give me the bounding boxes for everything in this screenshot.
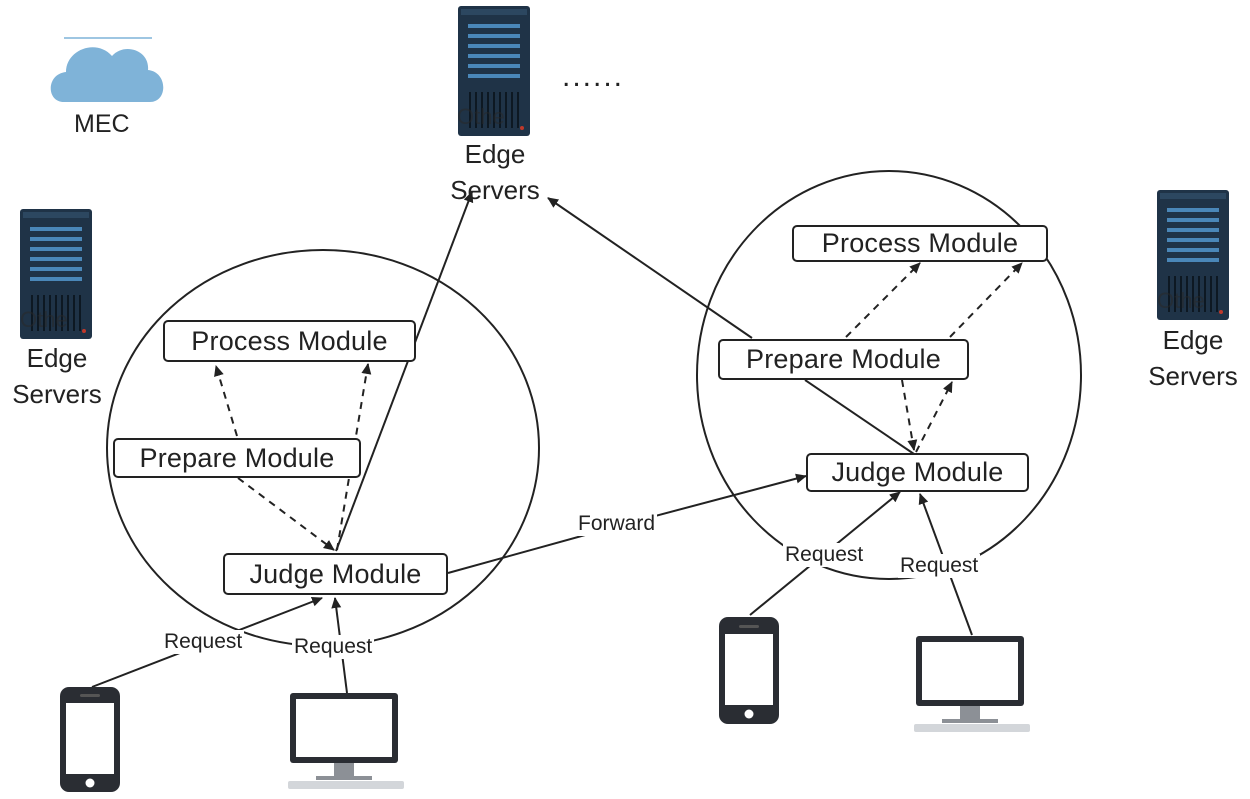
cloud-icon: [50, 37, 164, 102]
forward-label: Forward: [576, 512, 658, 536]
right-prepare-to-process-arrow-1: [845, 262, 921, 338]
top-edge-servers-line2: Servers: [450, 175, 540, 205]
right-edge-servers-line2: Servers: [1148, 361, 1238, 391]
more-servers-ellipsis: ......: [562, 60, 625, 93]
left-judge-module: Judge Module: [223, 553, 448, 595]
left-servers-ghost-text: Othe: [20, 307, 68, 332]
left-judge-to-top-servers-arrow: [335, 191, 474, 552]
mec-label: MEC: [74, 110, 130, 138]
right-prepare-to-process-arrow-2: [949, 262, 1023, 338]
right-prepare-to-judge-solid-line: [804, 379, 915, 455]
right-judge-to-prepare-arrow: [915, 381, 953, 453]
left-phone-request-label: Request: [162, 630, 245, 654]
top-servers-ghost-text: Othe: [457, 104, 505, 129]
left-prepare-to-process-arrow: [214, 365, 238, 437]
right-servers-ghost-text: Othe: [1157, 288, 1205, 313]
left-edge-servers-line1: Edge: [26, 343, 88, 373]
right-judge-module: Judge Module: [806, 453, 1029, 492]
right-prepare-to-top-servers-arrow: [547, 197, 753, 339]
right-prepare-to-judge-arrow: [901, 379, 918, 451]
left-monitor-icon: [288, 693, 404, 789]
right-phone-request-label: Request: [783, 543, 866, 567]
right-pc-request-label: Request: [898, 554, 981, 578]
right-node-ellipse: [696, 170, 1082, 580]
left-prepare-to-judge-arrow: [237, 477, 335, 551]
left-prepare-module: Prepare Module: [113, 438, 361, 478]
top-edge-servers-caption: Edge Servers: [440, 136, 550, 208]
left-process-module: Process Module: [163, 320, 416, 362]
top-edge-servers-line1: Edge: [464, 139, 526, 169]
left-edge-servers-caption: Edge Servers: [2, 340, 112, 412]
right-process-module: Process Module: [792, 225, 1048, 262]
right-monitor-icon: [914, 636, 1030, 732]
right-edge-servers-line1: Edge: [1162, 325, 1224, 355]
left-pc-request-label: Request: [292, 635, 375, 659]
left-edge-servers-line2: Servers: [12, 379, 102, 409]
left-phone-icon: [60, 687, 120, 792]
right-prepare-module: Prepare Module: [718, 339, 969, 380]
right-phone-icon: [719, 617, 779, 724]
right-edge-servers-caption: Edge Servers: [1138, 322, 1248, 394]
